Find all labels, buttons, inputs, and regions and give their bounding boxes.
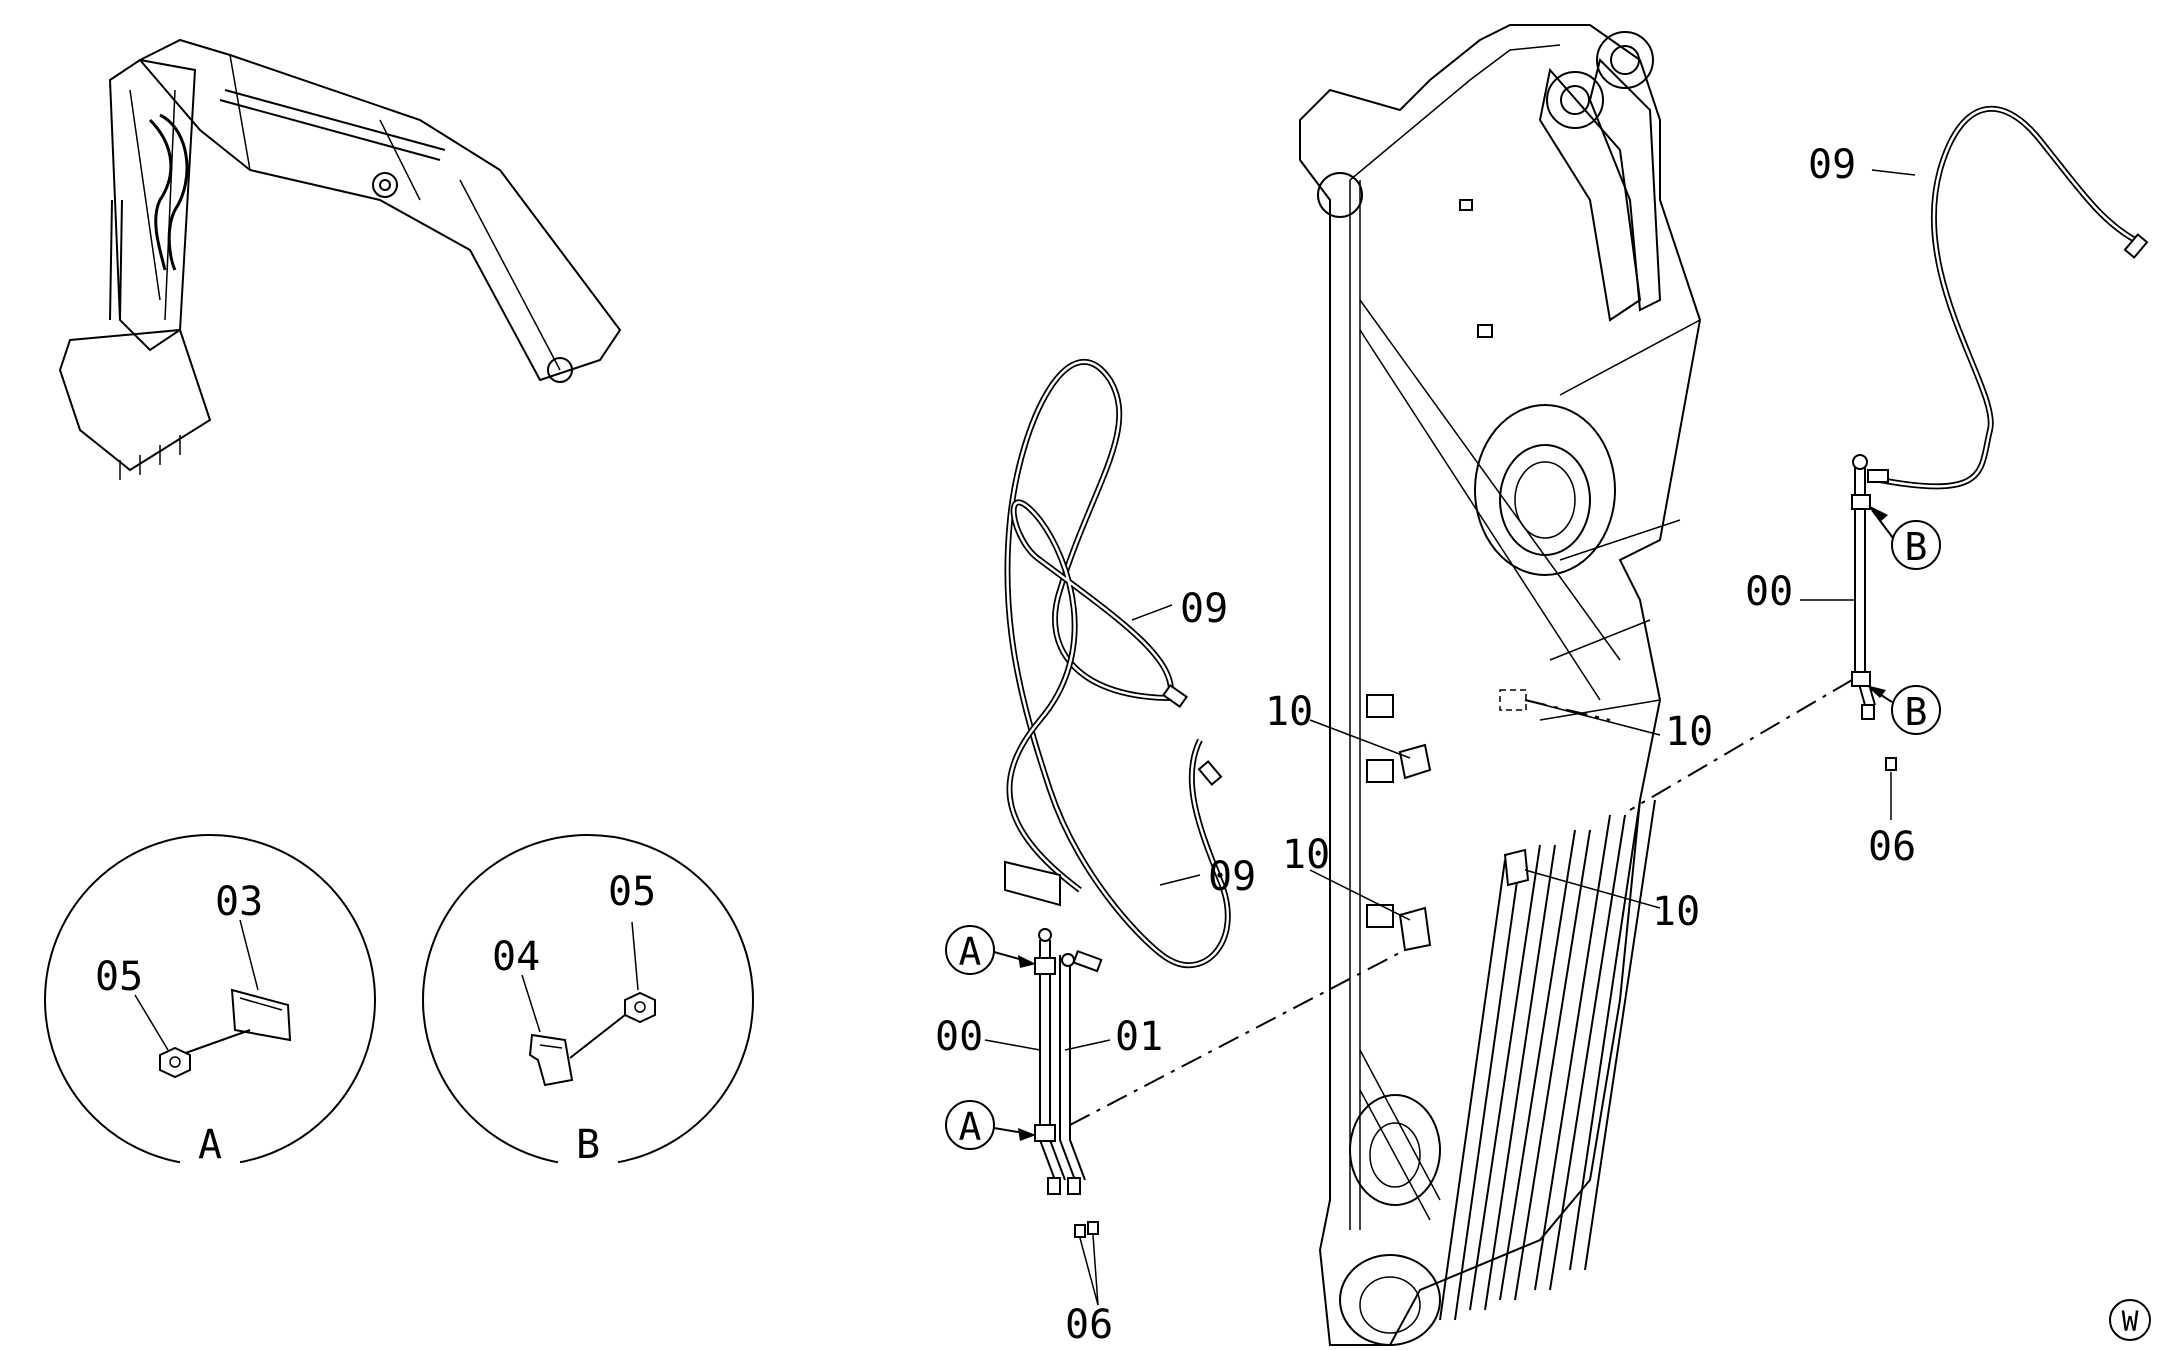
marker-a-lower: A <box>959 1105 982 1149</box>
marker-b-lower: B <box>1905 690 1928 734</box>
callout-05-a: 05 <box>95 954 143 1000</box>
corner-mark-letter: W <box>2122 1305 2139 1338</box>
detail-a-label: A <box>198 1122 222 1168</box>
callout-05-b: 05 <box>608 869 656 915</box>
corner-mark: W <box>2109 1299 2151 1341</box>
callout-04: 04 <box>492 934 540 980</box>
callout-09-top-right: 09 <box>1808 142 1856 188</box>
callout-10-upper-right: 10 <box>1665 709 1713 755</box>
callout-10-lower-right: 10 <box>1652 889 1700 935</box>
callout-03: 03 <box>215 879 263 925</box>
callout-09-mid-upper: 09 <box>1180 586 1228 632</box>
clamp-10-group: 10 10 10 10 <box>1265 689 1713 952</box>
callout-06-left: 06 <box>1065 1302 1113 1348</box>
callout-00-left: 00 <box>935 1014 983 1060</box>
callout-10-lower-left: 10 <box>1282 832 1330 878</box>
right-hose-assembly: 06 09 00 B B <box>1629 105 2149 870</box>
arm-assembly <box>1299 24 1702 1346</box>
detail-b: B 04 05 <box>422 834 754 1170</box>
callout-01-left: 01 <box>1115 1014 1163 1060</box>
left-hose-assembly: 06 09 09 00 01 A A <box>935 359 1406 1348</box>
marker-a-upper: A <box>959 930 982 974</box>
detail-a: A 05 03 <box>44 834 376 1170</box>
machine-overview-illustration <box>58 38 622 480</box>
marker-b-upper: B <box>1905 525 1928 569</box>
callout-10-upper-left: 10 <box>1265 689 1313 735</box>
callout-09-mid-lower: 09 <box>1208 854 1256 900</box>
detail-b-label: B <box>576 1122 600 1168</box>
callout-06-right: 06 <box>1868 824 1916 870</box>
callout-00-right: 00 <box>1745 569 1793 615</box>
